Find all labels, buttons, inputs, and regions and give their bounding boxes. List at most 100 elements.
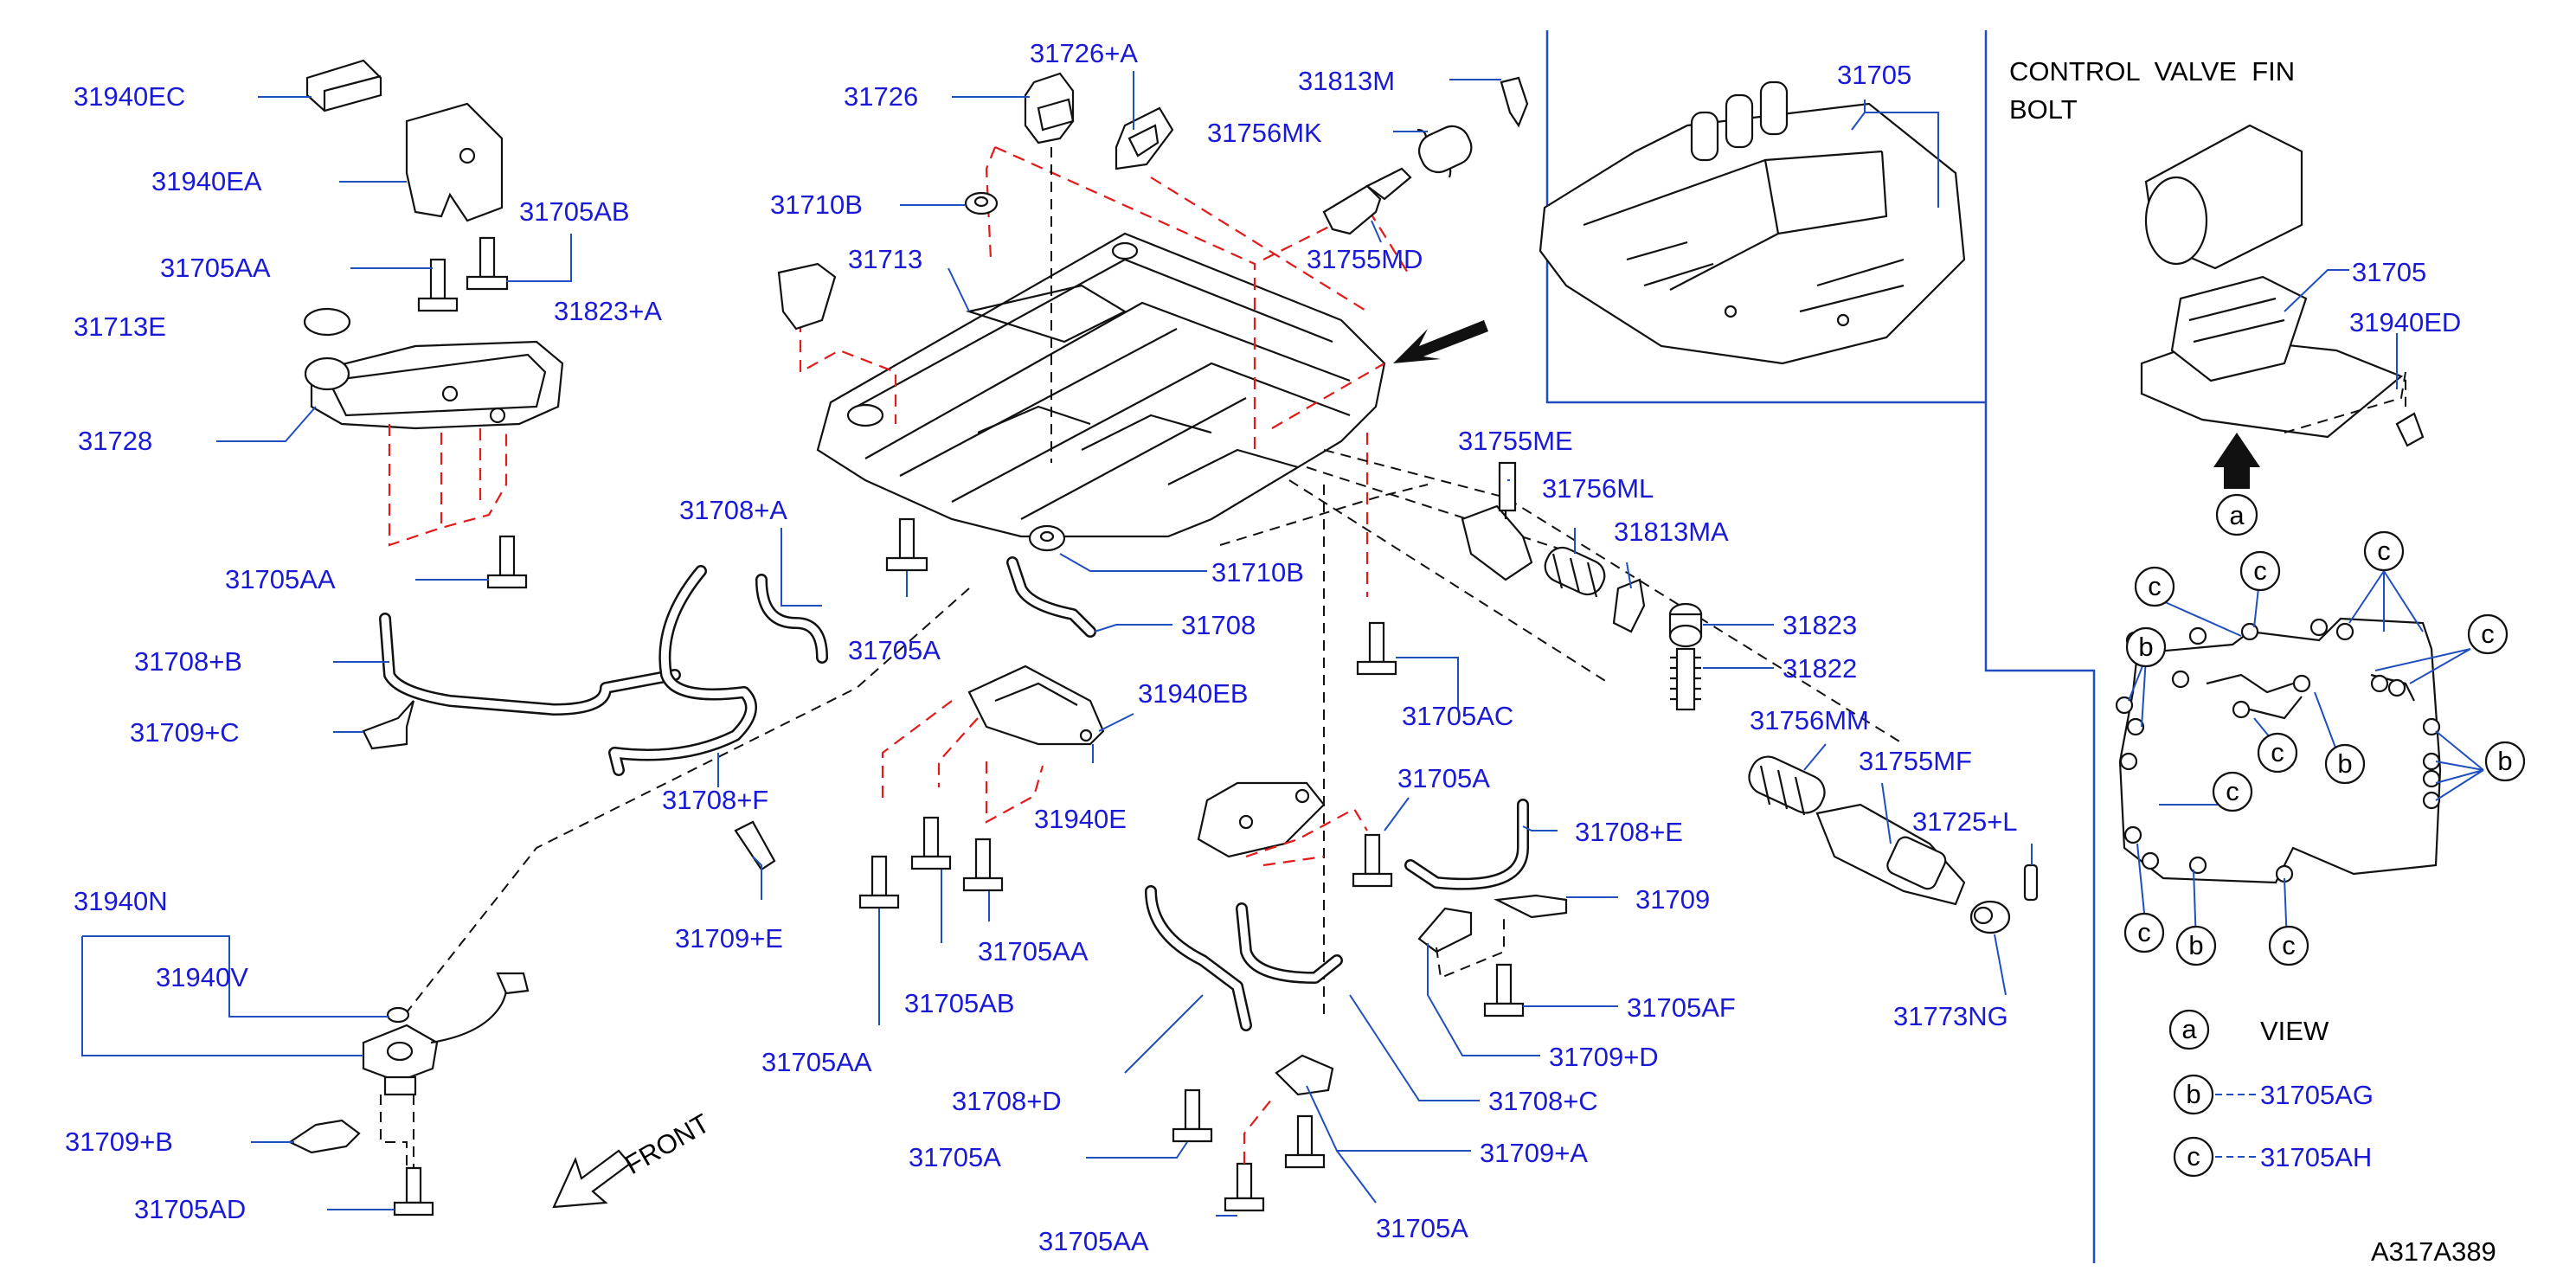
- diagram-code: A317A389: [2371, 1236, 2496, 1267]
- label-31822: 31822: [1783, 653, 1857, 684]
- callout-c-4: c: [2467, 613, 2509, 655]
- callout-b-4: b: [2175, 925, 2217, 966]
- part-31813M-illustration: [1500, 76, 1529, 128]
- label-31713: 31713: [848, 244, 922, 274]
- part-31940EC-illustration: [305, 59, 382, 112]
- label-31725L: 31725+L: [1912, 806, 2018, 837]
- label-31756ML: 31756ML: [1542, 473, 1654, 504]
- inset-dividers: [1545, 30, 2096, 1263]
- label-31708F: 31708+F: [662, 785, 768, 815]
- label-31756MK: 31756MK: [1207, 118, 1322, 148]
- bolts-31705AB-31705AA-illustration: [417, 236, 509, 312]
- label-31705AB-top: 31705AB: [519, 196, 630, 227]
- label-31823: 31823: [1783, 610, 1857, 640]
- callout-c-7-letter: c: [2137, 917, 2151, 947]
- valve-body-31713-illustration: [816, 232, 1386, 538]
- hidden-lines-31728: [388, 424, 508, 547]
- label-31728: 31728: [78, 426, 152, 456]
- part-31710B-plug-illustration: [964, 191, 999, 215]
- legend-a-text: VIEW: [2260, 1016, 2329, 1046]
- part-31940EA-illustration: [405, 102, 504, 222]
- bolts-31705A-31705AA-bottom-illustration: [1172, 1088, 1326, 1212]
- label-31705A-left-center: 31705A: [848, 635, 941, 665]
- label-31705A-lower: 31705A: [909, 1142, 1001, 1172]
- label-31940V: 31940V: [156, 962, 248, 992]
- label-31708B: 31708+B: [134, 646, 242, 677]
- callout-b-2: b: [2324, 743, 2366, 785]
- part-31940N-sensor-illustration: [362, 972, 530, 1096]
- view-a-marker-letter: a: [2229, 500, 2245, 530]
- label-31709D: 31709+D: [1549, 1042, 1659, 1072]
- hidden-lines-31940E: [881, 700, 1044, 824]
- callout-c-5: c: [2257, 732, 2298, 774]
- label-31726: 31726: [844, 81, 918, 112]
- label-31755MD: 31755MD: [1307, 244, 1423, 274]
- label-31705AB-center: 31705AB: [904, 988, 1015, 1018]
- view-direction-arrow-icon: [1393, 320, 1488, 363]
- valve-31755ME-illustration: [1461, 461, 1533, 581]
- bolt-31705AF-illustration: [1436, 917, 1525, 1018]
- label-31705AA-mid: 31705AA: [225, 564, 336, 594]
- bolt-31705A-left-center-illustration: [885, 517, 928, 572]
- leader-lines: [81, 71, 2398, 1217]
- bracket-31940E-illustration: [967, 664, 1105, 746]
- label-31940N: 31940N: [74, 886, 168, 916]
- label-31726A: 31726+A: [1030, 38, 1138, 68]
- tube-31708C-illustration: [1236, 902, 1343, 984]
- label-31705AA-lower-left: 31705AA: [761, 1047, 872, 1077]
- part-31813MA-illustration: [1612, 578, 1646, 633]
- label-31940EC: 31940EC: [74, 81, 185, 112]
- label-31705AC: 31705AC: [1402, 701, 1513, 731]
- clip-31709-illustration: [1494, 894, 1568, 919]
- callout-c-6: c: [2212, 771, 2253, 812]
- label-31705AD: 31705AD: [134, 1194, 246, 1224]
- label-31940EB: 31940EB: [1138, 678, 1249, 709]
- label-31708E: 31708+E: [1575, 817, 1683, 847]
- clip-31709E-illustration: [734, 820, 776, 871]
- legend-b-part: 31705AG: [2260, 1080, 2374, 1110]
- label-31710B-mid: 31710B: [1211, 557, 1304, 587]
- spring-31756ML-illustration: [1544, 546, 1606, 598]
- callout-c-8: c: [2268, 925, 2309, 966]
- callout-c-1: c: [2134, 566, 2175, 607]
- spring-31822-illustration: [1670, 647, 1701, 711]
- bolt-31705AD-illustration: [380, 1095, 434, 1217]
- label-31708D: 31708+D: [952, 1086, 1062, 1116]
- label-31709B: 31709+B: [65, 1127, 173, 1157]
- label-31708A: 31708+A: [679, 495, 787, 525]
- callout-c-3: c: [2363, 530, 2405, 572]
- tube-31708E-illustration: [1404, 799, 1529, 890]
- bolt-31705AC-illustration: [1356, 621, 1397, 676]
- inset-title-line-1: CONTROL VALVE FIN: [2009, 56, 2295, 87]
- clip-31709C-illustration: [362, 700, 415, 750]
- legend-b-symbol: b: [2186, 1079, 2200, 1109]
- label-31940EA: 31940EA: [151, 166, 262, 196]
- label-31940E: 31940E: [1034, 804, 1127, 834]
- label-31709: 31709: [1635, 884, 1710, 915]
- part-31726-gasket-illustration: [1115, 106, 1174, 170]
- plug-31710B-illustration: [1028, 524, 1066, 552]
- callout-b-1-letter: b: [2138, 632, 2153, 662]
- label-31773NG: 31773NG: [1893, 1001, 2008, 1031]
- callout-c-8-letter: c: [2282, 930, 2296, 960]
- label-31813MA: 31813MA: [1614, 517, 1729, 547]
- label-31708: 31708: [1181, 610, 1256, 640]
- inset-31705-control-valve-illustration: [1539, 80, 1966, 365]
- legend: a VIEW b 31705AG c 31705AH: [2168, 1009, 2374, 1178]
- label-31705A-right: 31705A: [1397, 763, 1490, 793]
- label-31705AA-center: 31705AA: [978, 936, 1089, 966]
- label-31709E: 31709+E: [675, 923, 783, 953]
- bolts-31705AA-31705AB-center-illustration: [858, 816, 1004, 909]
- label-31705AA-bottom: 31705AA: [1038, 1226, 1149, 1256]
- label-31705AF: 31705AF: [1627, 992, 1736, 1023]
- pin-31725L-illustration: [2023, 863, 2039, 902]
- label-31710B-top: 31710B: [770, 189, 863, 220]
- valve-31755MF-illustration: [1815, 803, 1966, 906]
- label-31823A: 31823+A: [554, 296, 662, 326]
- bolt-callouts: c c c c b c b c b c b c: [2123, 530, 2526, 966]
- legend-c-part: 31705AH: [2260, 1142, 2372, 1172]
- label-31708C: 31708+C: [1488, 1086, 1598, 1116]
- label-31813M: 31813M: [1298, 66, 1395, 96]
- callout-c-2-letter: c: [2253, 555, 2267, 586]
